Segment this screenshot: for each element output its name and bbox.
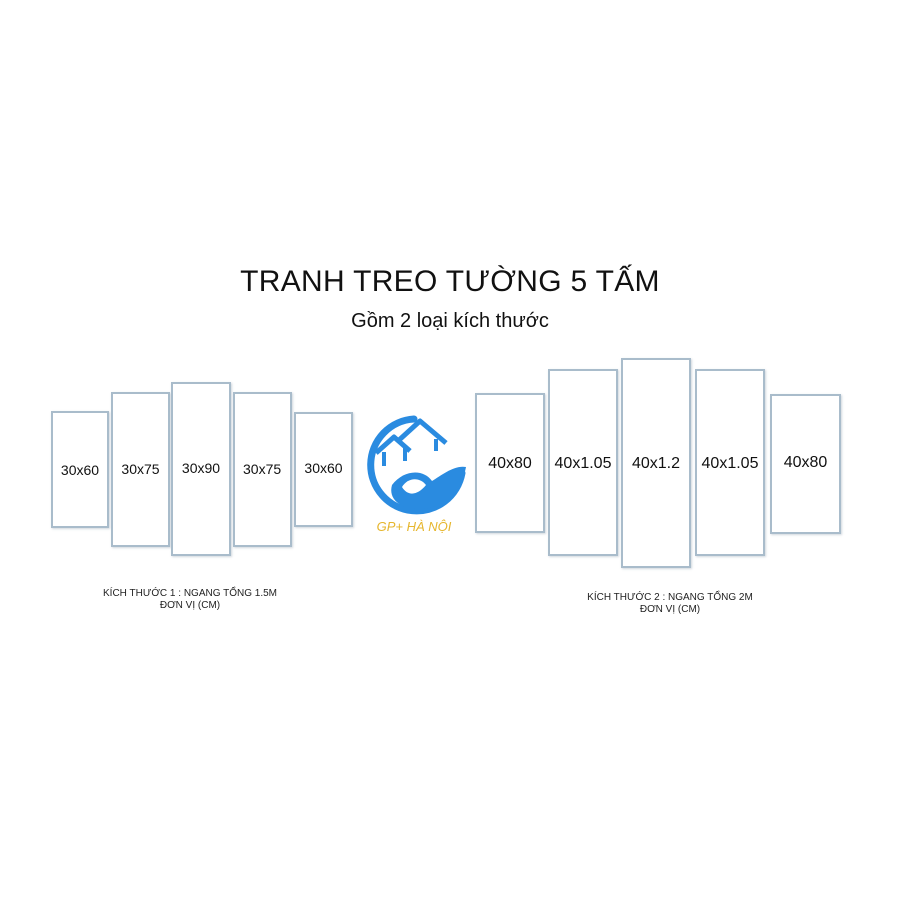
set2-panel-label: 40x1.05: [554, 455, 612, 472]
set1-panel-label: 30x75: [121, 461, 160, 477]
set1-panel-2: 30x75: [111, 392, 170, 547]
set1-panel-3: 30x90: [171, 382, 231, 556]
set1-caption: KÍCH THƯỚC 1 : NGANG TỔNG 1.5M ĐƠN VỊ (C…: [80, 588, 300, 612]
set2-panel-label: 40x1.05: [701, 455, 759, 472]
set1-caption-line2: ĐƠN VỊ (CM): [159, 600, 221, 611]
set2-panel-5: 40x80: [770, 394, 841, 534]
page-title: TRANH TREO TƯỜNG 5 TẤM: [240, 265, 660, 298]
set1-panel-label: 30x60: [304, 460, 343, 476]
set2-caption-line2: ĐƠN VỊ (CM): [639, 604, 701, 615]
page-subtitle: Gồm 2 loại kích thước: [351, 310, 549, 332]
set2-panel-label: 40x1.2: [631, 455, 681, 472]
set2-panel-2: 40x1.05: [548, 369, 618, 556]
logo-text: GP+ HÀ NỘI: [376, 519, 452, 534]
gp-ha-noi-logo-icon: [367, 415, 466, 515]
set1-caption-line1: KÍCH THƯỚC 1 : NGANG TỔNG 1.5M: [103, 588, 277, 599]
set1-panel-1: 30x60: [51, 411, 109, 528]
set2-panel-1: 40x80: [475, 393, 545, 533]
set2-caption-line1: KÍCH THƯỚC 2 : NGANG TỔNG 2M: [587, 592, 753, 603]
set2-panel-label: 40x80: [783, 454, 828, 471]
set2-caption: KÍCH THƯỚC 2 : NGANG TỔNG 2M ĐƠN VỊ (CM): [560, 592, 780, 616]
set2-panel-4: 40x1.05: [695, 369, 765, 556]
set1-panel-5: 30x60: [294, 412, 353, 527]
set2-panel-label: 40x80: [488, 455, 532, 472]
set2-panel-3: 40x1.2: [621, 358, 691, 568]
set1-panel-label: 30x90: [181, 460, 221, 476]
set1-panel-label: 30x75: [243, 461, 282, 477]
set1-panel-label: 30x60: [60, 462, 100, 478]
set1-panel-4: 30x75: [233, 392, 292, 547]
